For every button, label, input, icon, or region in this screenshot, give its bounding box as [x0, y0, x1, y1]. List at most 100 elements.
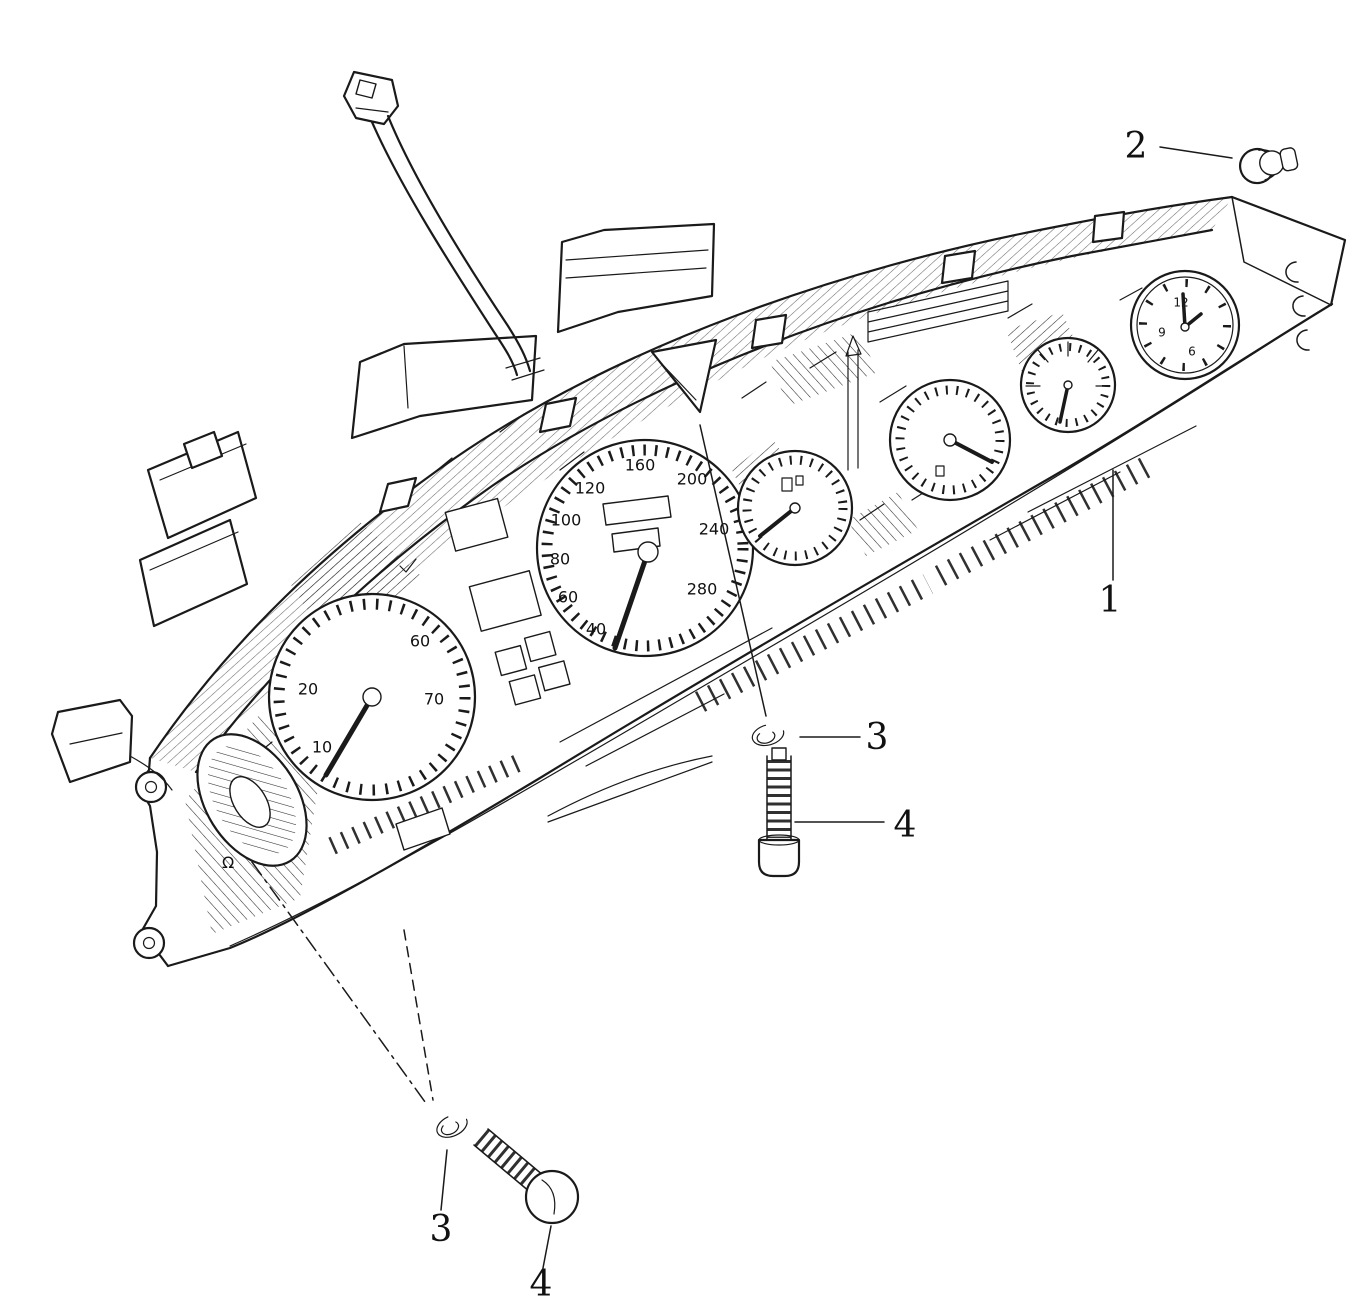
housing-block [350, 334, 538, 440]
clock-label: 6 [1188, 345, 1196, 359]
speedometer-gauge: 40 60 80 100 120 160 200 240 280 [535, 438, 755, 658]
callout-1-label: 1 [1099, 580, 1122, 621]
interior-lines [547, 425, 1197, 823]
leader-line-4-lower [542, 1225, 552, 1269]
screw-threads [473, 1128, 545, 1193]
clock-hub [1180, 322, 1190, 332]
temp-gauge-hub [943, 433, 957, 447]
housing-tower-stripe [565, 267, 707, 279]
clock-gauge: 12 9 6 [1129, 269, 1241, 381]
hardware-upper [699, 424, 885, 878]
clip-part-3-lower [436, 1114, 468, 1138]
odometer-window [602, 495, 672, 526]
tachometer-ticks [273, 598, 471, 796]
warning-window [523, 630, 557, 663]
left-connector-line [149, 531, 239, 571]
small-gauge-spokes [1025, 341, 1111, 387]
construction-line-dashed [403, 929, 434, 1101]
speedo-label: 120 [575, 479, 606, 498]
speedo-label: 200 [677, 470, 708, 489]
speedometer-needle [612, 549, 651, 651]
leader-line-2 [1159, 146, 1233, 159]
left-connector-box [138, 518, 249, 628]
wiring-harness [342, 70, 545, 381]
mounting-tab [940, 249, 977, 285]
spring-hook [1296, 329, 1310, 351]
leader-line-3-lower [440, 1149, 448, 1211]
speedo-label: 280 [687, 580, 718, 599]
callouts: 1 2 3 4 3 4 [430, 126, 1233, 1300]
rung-band [694, 574, 934, 712]
mounting-tab [750, 313, 788, 350]
callout-3-upper-label: 3 [866, 717, 889, 758]
housing-tower-stripe [565, 249, 709, 261]
tach-label: 70 [424, 690, 444, 709]
screw-head-slot [541, 1179, 556, 1215]
clock-ticks [1139, 279, 1231, 371]
knob-part-2 [1239, 147, 1299, 185]
tall-arrow [845, 335, 862, 471]
screw-tip [771, 747, 787, 761]
omega-symbol: Ω [222, 853, 234, 872]
clock-label: 9 [1158, 326, 1166, 340]
temp-gauge-ticks [895, 385, 1005, 495]
housing-tower [556, 222, 716, 334]
pointer-triangle-inner [659, 361, 697, 401]
tachometer-gauge: 10 20 60 70 [267, 592, 477, 802]
fuel-pump-icon-small [795, 475, 804, 486]
harness-entry-bracket [505, 357, 545, 381]
fuel-gauge [736, 449, 854, 567]
speedometer-hub [637, 541, 659, 563]
warning-window [444, 497, 509, 552]
screw-axis-line [699, 424, 767, 717]
speedo-label: 80 [550, 550, 570, 569]
screw-part-4-upper [757, 747, 801, 878]
small-gauge-needle [1058, 383, 1070, 424]
speedo-label: 160 [625, 456, 656, 475]
warning-window [468, 570, 542, 632]
tach-label: 60 [410, 632, 430, 651]
knob-stem [1279, 147, 1299, 172]
screw-part-4-lower [473, 1128, 580, 1225]
harness-connector-notch [355, 79, 377, 99]
hardware-lower [251, 861, 580, 1269]
speedo-label: 100 [551, 511, 582, 530]
callout-2-label: 2 [1125, 126, 1148, 167]
tach-label: 10 [312, 738, 332, 757]
clip-part-3-upper [751, 723, 785, 747]
temp-icon [935, 465, 945, 477]
pointer-triangle [650, 338, 718, 414]
far-left-connector [50, 698, 134, 784]
far-left-connector-line [69, 732, 123, 745]
warning-light-windows [444, 497, 571, 706]
mounting-ear [134, 770, 168, 804]
tach-label: 20 [298, 680, 318, 699]
right-end-cap-fold [1231, 196, 1332, 306]
bottom-window [395, 807, 451, 851]
callout-4-upper-label: 4 [894, 805, 917, 846]
hatch-patch [770, 332, 878, 406]
fuel-gauge-ticks [742, 455, 848, 561]
fuel-gauge-needle [758, 506, 797, 538]
callout-3-lower-label: 3 [430, 1209, 453, 1250]
harness-connector-pin [355, 107, 389, 113]
construction-line-dashdot [251, 861, 429, 1107]
fuel-pump-icon [781, 477, 793, 492]
warning-window [508, 674, 542, 706]
mounting-ear-hole [142, 936, 156, 950]
speedo-label: 60 [558, 588, 578, 607]
screw-shaft-outline [473, 1128, 545, 1193]
speedo-label: 40 [586, 620, 606, 639]
right-end-cap [1230, 195, 1347, 307]
cluster-housing: Ω [132, 195, 1347, 968]
screw-head-top [758, 834, 800, 846]
housing-block-edge [403, 345, 409, 409]
left-connector-tab [182, 430, 224, 470]
tachometer-hub [362, 687, 382, 707]
warning-window [494, 644, 528, 677]
small-gauge-hub [1063, 380, 1073, 390]
clock-inner-ring [1136, 276, 1234, 374]
speedometer-ticks [541, 444, 749, 652]
clock-minute-hand [1181, 292, 1187, 329]
